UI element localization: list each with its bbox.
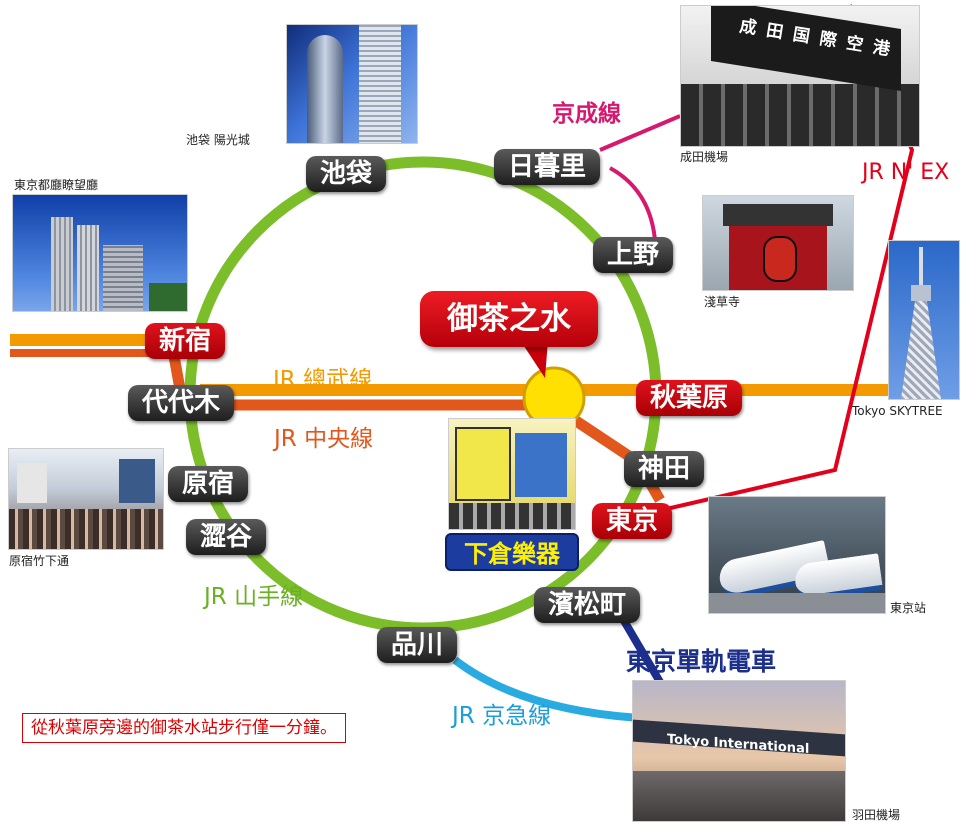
station-shinjuku: 新宿 bbox=[145, 323, 226, 359]
sunshine-caption: 池袋 陽光城 bbox=[186, 133, 250, 147]
sensoji-photo bbox=[702, 195, 854, 291]
tocho-photo bbox=[12, 194, 188, 312]
station-tokyo: 東京 bbox=[592, 503, 673, 539]
station-harajuku: 原宿 bbox=[168, 466, 249, 502]
sensoji-caption: 淺草寺 bbox=[704, 295, 741, 309]
haneda-photo: Tokyo International bbox=[632, 680, 846, 822]
station-yoyogi: 代代木 bbox=[128, 385, 235, 421]
sunshine-photo bbox=[286, 24, 418, 144]
station-shibuya: 澀谷 bbox=[186, 519, 267, 555]
takeshita-photo bbox=[8, 448, 164, 550]
ochanomizu-bubble: 御茶之水 bbox=[420, 291, 598, 347]
station-akihabara: 秋葉原 bbox=[636, 380, 743, 416]
station-nippori: 日暮里 bbox=[494, 149, 601, 185]
tocho-caption: 東京都廳瞭望廳 bbox=[14, 178, 99, 192]
takeshita-caption: 原宿竹下通 bbox=[9, 554, 70, 568]
label-yamanote: JR 山手線 bbox=[204, 584, 304, 610]
keikyu-line bbox=[452, 656, 641, 722]
shop-photo bbox=[448, 418, 576, 530]
keisei-line bbox=[599, 114, 681, 152]
tokyo-station-caption: 東京站 bbox=[890, 601, 927, 615]
label-keisei: 京成線 bbox=[552, 101, 621, 127]
keisei-branch bbox=[609, 166, 657, 241]
label-nex: JR N' EX bbox=[862, 160, 950, 185]
label-chuo: JR 中央線 bbox=[274, 426, 374, 452]
station-ikebukuro: 池袋 bbox=[306, 156, 387, 192]
skytree-photo bbox=[888, 240, 960, 400]
label-sobu: JR 總武線 bbox=[273, 367, 373, 393]
walking-note: 從秋葉原旁邊的御茶水站步行僅一分鐘。 bbox=[22, 713, 346, 743]
narita-photo: 成田国際空港 bbox=[680, 5, 920, 147]
label-keikyu: JR 京急線 bbox=[452, 703, 552, 729]
tokyo-station-photo bbox=[708, 496, 886, 614]
chuo-line bbox=[200, 399, 665, 503]
narita-caption: 成田機場 bbox=[680, 150, 729, 164]
shop-name-label: 下倉樂器 bbox=[445, 533, 579, 571]
skytree-caption: Tokyo SKYTREE bbox=[852, 404, 943, 418]
station-kanda: 神田 bbox=[624, 451, 705, 487]
haneda-caption: 羽田機場 bbox=[852, 808, 901, 822]
station-ueno: 上野 bbox=[593, 237, 674, 273]
bubble-pointer bbox=[520, 340, 548, 378]
label-monorail: 東京單軌電車 bbox=[626, 647, 777, 676]
station-hamamatsucho: 濱松町 bbox=[534, 587, 641, 623]
monorail-line bbox=[616, 611, 664, 685]
station-shinagawa: 品川 bbox=[377, 627, 458, 663]
